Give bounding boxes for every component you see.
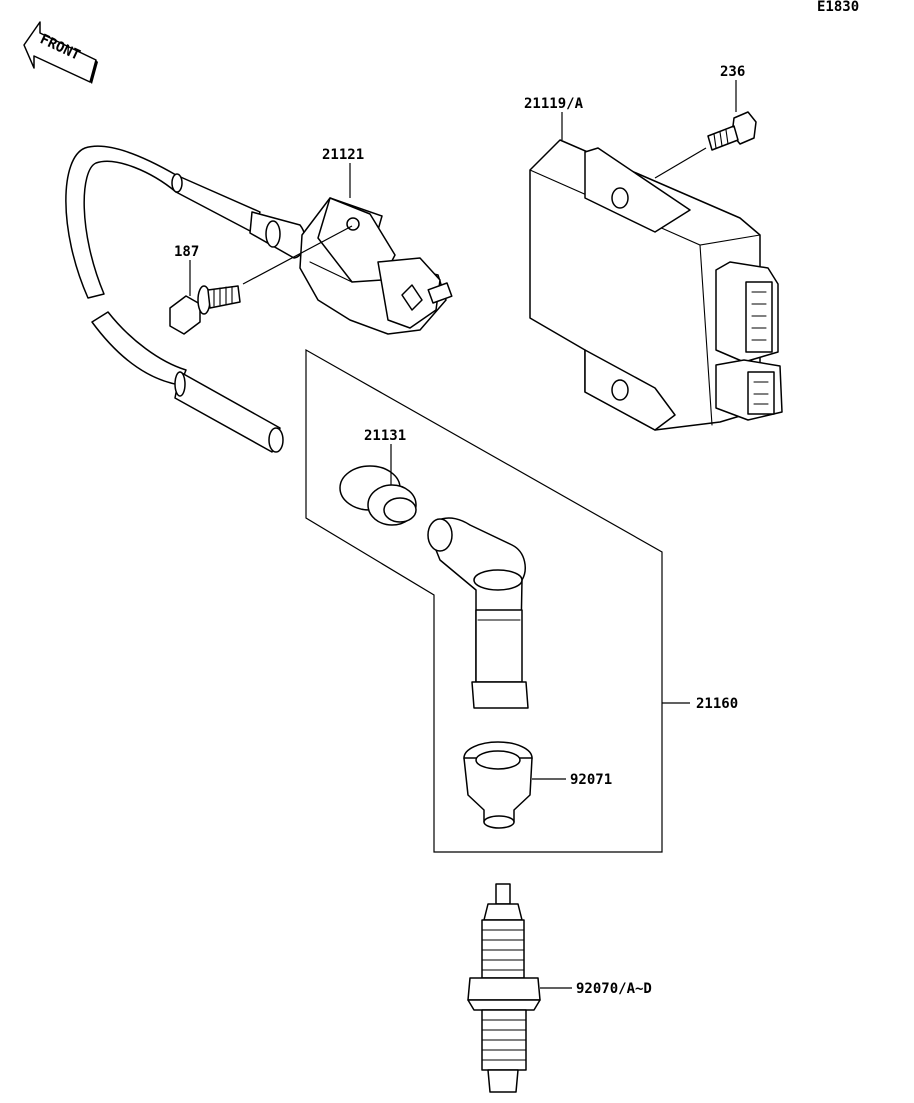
callout-21160: 21160 (696, 696, 738, 712)
ignition-coil[interactable] (299, 197, 453, 335)
callout-92071: 92071 (570, 772, 612, 788)
screw-236[interactable] (707, 111, 757, 151)
ignition-cable[interactable] (65, 145, 307, 453)
leader-236-to-cdi (654, 147, 707, 179)
front-arrow-icon: FRONT (23, 21, 98, 84)
spark-plug[interactable] (467, 883, 541, 1093)
callout-21119-a: 21119/A (524, 96, 584, 112)
diagram-code: E1830 (817, 0, 859, 15)
callout-187: 187 (174, 244, 199, 260)
assembly-box-21160 (305, 348, 663, 853)
boot-92071[interactable] (463, 741, 533, 829)
callout-92070-a-d: 92070/A~D (576, 981, 652, 997)
callout-21121: 21121 (322, 147, 364, 163)
callout-21131: 21131 (364, 428, 406, 444)
seal-21131[interactable] (339, 465, 417, 526)
bolt-187[interactable] (169, 285, 241, 335)
cdi-unit[interactable] (529, 139, 783, 431)
callout-236: 236 (720, 64, 745, 80)
plug-cap[interactable] (427, 517, 529, 709)
leader-187-to-coil (242, 225, 353, 285)
